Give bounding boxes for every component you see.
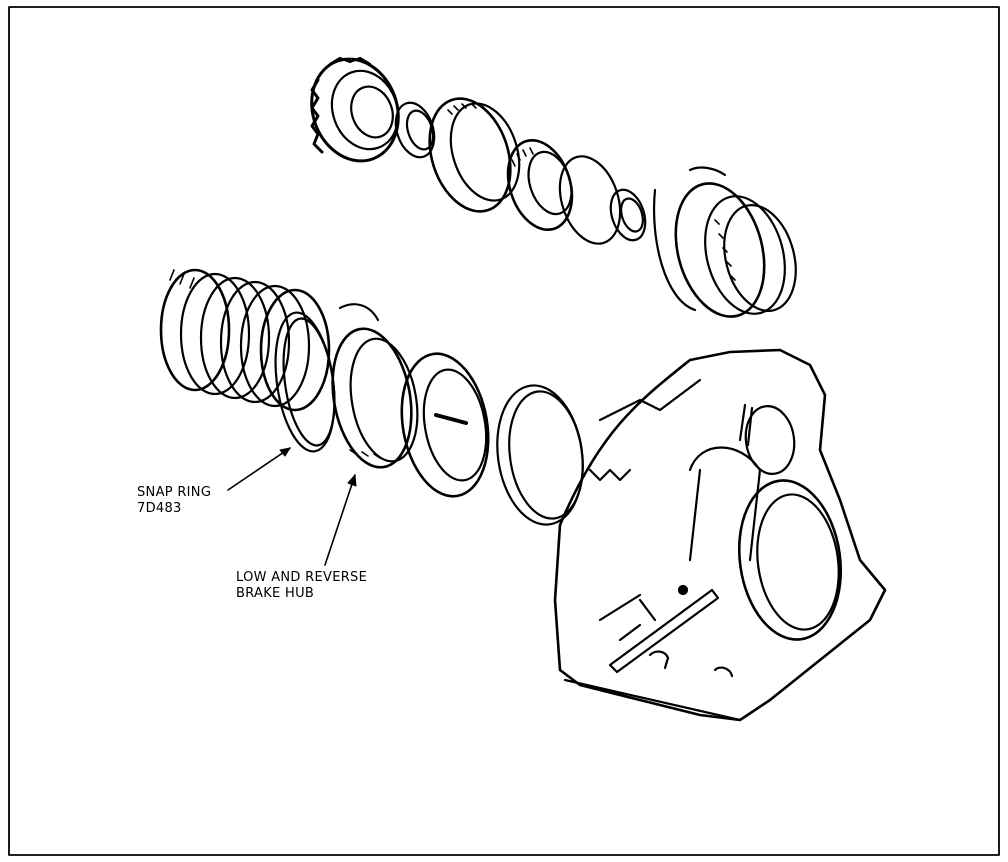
snap-ring-label: SNAP RING 7D483 (137, 485, 211, 517)
piston-seal-ring (496, 384, 584, 526)
brake-hub-label: LOW AND REVERSE BRAKE HUB (236, 570, 367, 602)
upper-planet-carrier (506, 138, 574, 232)
snap-ring-arrowhead (279, 447, 291, 457)
snap-ring-name: SNAP RING (137, 485, 212, 500)
brake-hub-line1: LOW AND REVERSE (236, 570, 368, 585)
brake-hub-leader (324, 474, 356, 566)
snap-ring-7d483 (274, 311, 336, 453)
upper-gear-drum (310, 56, 400, 163)
low-reverse-brake-hub (331, 303, 419, 469)
snap-ring-part-number: 7D483 (137, 501, 182, 516)
upper-thrust-washer (609, 188, 647, 242)
snap-ring-leader (227, 447, 291, 491)
page-border (8, 6, 1000, 856)
clutch-plate-stack (159, 268, 331, 412)
upper-ring-gear (428, 97, 521, 213)
brake-piston (400, 352, 490, 498)
upper-clutch-drum (653, 166, 797, 318)
brake-hub-line2: BRAKE HUB (236, 586, 315, 601)
transmission-case (553, 348, 887, 722)
brake-hub-arrowhead (347, 474, 357, 487)
